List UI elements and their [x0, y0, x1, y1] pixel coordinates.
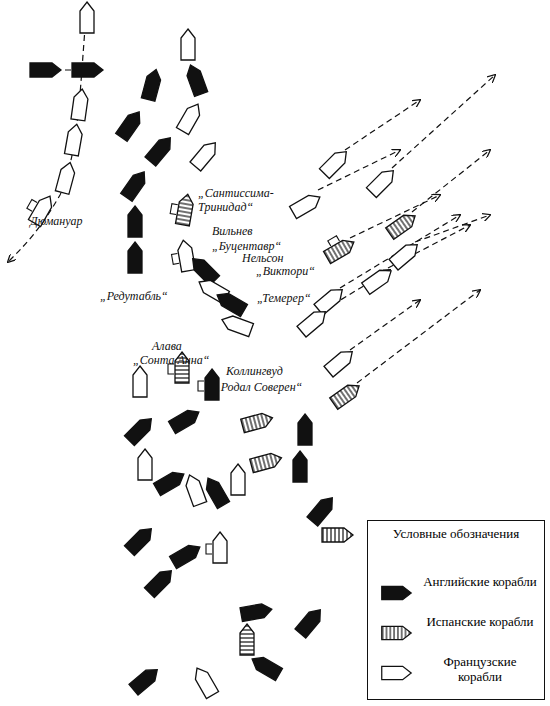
course-track: [345, 100, 420, 150]
ship-symbol: [128, 206, 142, 237]
ship-symbol: [30, 63, 61, 77]
course-track: [357, 290, 480, 383]
ship-symbol: [297, 306, 330, 337]
ship-symbol: [190, 138, 221, 171]
legend-row: Французские корабли: [376, 653, 538, 693]
ship-label: „Виктори“: [256, 265, 315, 279]
ship-symbol: [214, 289, 248, 317]
legend-box: Условные обозначенияАнглийские кораблиИс…: [367, 520, 545, 700]
ship-symbol: [386, 210, 419, 239]
legend-sample: [376, 583, 416, 603]
ship-symbol: [169, 406, 203, 434]
ship-symbol: [129, 664, 162, 695]
ship-symbol: [169, 192, 195, 226]
course-track: [392, 75, 495, 168]
ship-label: Коллингвуд: [226, 365, 283, 379]
ship-symbol: [206, 532, 227, 563]
ship-symbol: [382, 626, 411, 639]
ship-symbol: [324, 346, 357, 377]
legend-sample: [376, 663, 416, 683]
ship-label: Алава: [152, 340, 182, 354]
ship-symbol: [124, 414, 156, 446]
course-track: [350, 300, 420, 350]
ship-symbol: [307, 493, 338, 526]
ship-symbol: [382, 666, 411, 679]
ship-label: Дюмануар: [30, 215, 83, 229]
legend-title: Условные обозначения: [368, 527, 544, 542]
ship-symbol: [154, 468, 188, 496]
course-track: [8, 5, 87, 262]
ship-symbol: [202, 475, 230, 509]
ship-label: „Сонта Анна“: [133, 354, 209, 368]
ship-symbol: [240, 602, 273, 621]
ship-symbol: [121, 168, 150, 201]
legend-text: Английские корабли: [422, 575, 538, 590]
ship-symbol: [366, 166, 398, 198]
ship-label: „Редутабль“: [100, 290, 168, 304]
ship-symbol: [295, 605, 326, 638]
ship-symbol: [241, 411, 275, 433]
legend-sample: [376, 623, 416, 643]
ship-symbol: [314, 284, 347, 315]
ship-symbol: [116, 108, 145, 141]
ship-symbol: [320, 230, 357, 264]
ship-symbol: [72, 63, 103, 77]
ship-symbol: [176, 101, 204, 135]
ship-symbol: [124, 524, 156, 556]
ship-symbol: [144, 566, 176, 598]
ship-symbol: [220, 313, 254, 337]
ship-symbol: [55, 161, 77, 195]
ship-symbol: [145, 133, 176, 166]
ship-symbol: [191, 665, 219, 699]
ship-symbol: [141, 68, 163, 102]
ship-symbol: [382, 586, 411, 599]
ship-symbol: [319, 147, 351, 179]
ship-label: Нельсон: [242, 252, 283, 266]
legend-text: Французские корабли: [422, 655, 538, 685]
ship-symbol: [249, 653, 283, 681]
legend-row: Испанские корабли: [376, 613, 538, 653]
ship-symbol: [362, 265, 395, 294]
ship-symbol: [184, 63, 208, 97]
ship-symbol: [181, 29, 195, 60]
ship-symbol: [128, 242, 142, 273]
ship-symbol: [80, 2, 94, 33]
ship-symbol: [71, 88, 89, 121]
legend-row: Английские корабли: [376, 573, 538, 613]
ship-symbol: [250, 451, 284, 473]
ship-symbol: [298, 414, 312, 445]
ship-symbol: [231, 464, 245, 495]
ship-symbol: [170, 541, 204, 569]
ship-label: Вильнев: [212, 225, 253, 239]
ship-symbol: [240, 624, 254, 655]
course-track: [412, 150, 490, 212]
ship-symbol: [290, 191, 324, 219]
ship-label: „Сантиссима-Тринидад“: [198, 187, 293, 215]
ship-symbol: [65, 123, 84, 156]
ship-symbol: [293, 451, 307, 482]
ship-label: „Родал Соверен“: [214, 381, 302, 395]
ship-symbol: [138, 449, 152, 480]
ship-symbol: [169, 239, 195, 273]
legend-text: Испанские корабли: [422, 615, 538, 630]
ship-symbol: [330, 380, 363, 409]
ship-label: „Темерер“: [257, 292, 311, 306]
ship-symbol: [183, 473, 207, 507]
ship-symbol: [133, 366, 147, 397]
ship-symbol: [389, 239, 422, 270]
ship-symbol: [322, 528, 353, 542]
